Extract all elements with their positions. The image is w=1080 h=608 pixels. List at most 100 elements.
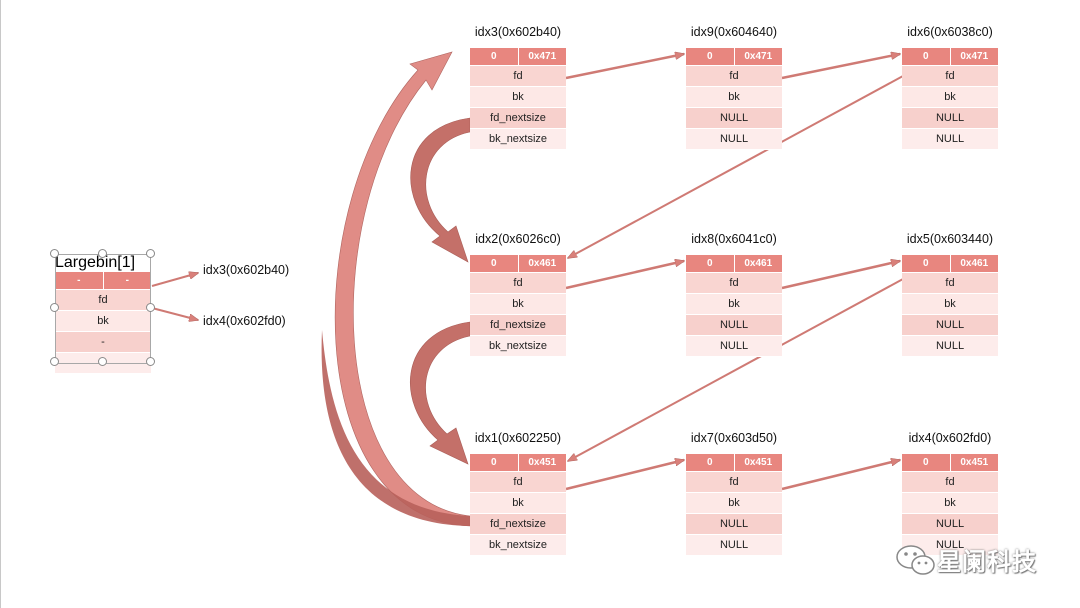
chunk-title: idx9(0x604640): [690, 25, 778, 39]
watermark: 星阑科技: [895, 542, 1037, 577]
resize-handle-bc[interactable]: [98, 357, 107, 366]
resize-handle-br[interactable]: [146, 357, 155, 366]
largebin-bk-target: idx4(0x602fd0): [203, 314, 286, 328]
chunk-title: idx4(0x602fd0): [908, 431, 992, 445]
chunk-size: 0x451: [949, 454, 999, 471]
arrow-idx1-to-idx7: [565, 460, 684, 491]
resize-handle-bl[interactable]: [50, 357, 59, 366]
chunk-bk-nextsize: NULL: [902, 129, 998, 150]
chunk-fd: fd: [470, 66, 566, 87]
chunk-bk: bk: [470, 87, 566, 108]
chunk-bk: bk: [686, 493, 782, 514]
largebin-title: Largebin[1]: [55, 254, 136, 271]
chunk-size: 0x451: [733, 454, 783, 471]
chunk-bk: bk: [902, 87, 998, 108]
chunk-fd: fd: [902, 66, 998, 87]
chunk-title: idx6(0x6038c0): [907, 25, 993, 39]
arrow-idx9-to-idx6: [781, 54, 900, 80]
chunk-fd: fd: [470, 472, 566, 493]
chunk-header: 0 0x451: [686, 454, 782, 472]
chunk-bk-nextsize: NULL: [686, 129, 782, 150]
chunk-title: idx2(0x6026c0): [475, 232, 561, 246]
arrow-bin-fd: [151, 273, 198, 287]
chunk-idx9[interactable]: idx9(0x604640) 0 0x471 fd bk NULL NULL: [686, 25, 782, 150]
watermark-text: 星阑科技: [937, 549, 1037, 576]
largebin-header-prev-size: -: [77, 275, 81, 286]
largebin-header: - -: [55, 272, 151, 290]
curve-idx1-to-idx3-shade: [321, 330, 470, 526]
chunk-fd-nextsize: NULL: [686, 108, 782, 129]
curve-idx1-to-idx3: [334, 51, 471, 527]
chunk-prev-size: 0: [490, 457, 497, 468]
chunk-prev-size: 0: [922, 457, 929, 468]
resize-handle-tc[interactable]: [98, 249, 107, 258]
chunk-bk-nextsize: NULL: [902, 336, 998, 357]
chunk-prev-size: 0: [706, 457, 713, 468]
chunk-header: 0 0x471: [470, 48, 566, 66]
chunk-prev-size: 0: [490, 258, 497, 269]
chunk-bk: bk: [902, 294, 998, 315]
largebin-row-3: -: [55, 332, 151, 353]
chunk-fd: fd: [686, 273, 782, 294]
chunk-fd: fd: [902, 472, 998, 493]
largebin-1[interactable]: Largebin[1] - - fd bk - -: [50, 249, 155, 374]
resize-handle-tr[interactable]: [146, 249, 155, 258]
chunk-fd-nextsize: fd_nextsize: [470, 514, 566, 535]
chunk-bk: bk: [470, 493, 566, 514]
chunk-header: 0 0x451: [902, 454, 998, 472]
chunk-fd-nextsize: fd_nextsize: [470, 108, 566, 129]
chunk-title: idx1(0x602250): [474, 431, 562, 445]
curve-idx2-to-idx1: [410, 321, 471, 465]
chunk-bk-nextsize: bk_nextsize: [470, 129, 566, 150]
chunk-size: 0x461: [949, 255, 999, 272]
chunk-size: 0x471: [949, 48, 999, 65]
chunk-prev-size: 0: [490, 51, 497, 62]
largebin-fd-target: idx3(0x602b40): [203, 263, 290, 277]
chunk-header: 0 0x471: [686, 48, 782, 66]
chunk-fd: fd: [686, 66, 782, 87]
chunk-fd-nextsize: NULL: [902, 514, 998, 535]
chunk-prev-size: 0: [922, 258, 929, 269]
largebin-row-bk: bk: [55, 311, 151, 332]
chunk-title: idx8(0x6041c0): [691, 232, 777, 246]
resize-handle-tl[interactable]: [50, 249, 59, 258]
curve-idx3-to-idx2: [410, 117, 471, 263]
chunk-title: idx7(0x603d50): [690, 431, 778, 445]
largebin-row-fd: fd: [55, 290, 151, 311]
chunk-bk: bk: [686, 87, 782, 108]
arrow-idx3-to-idx9: [565, 54, 684, 80]
chunk-size: 0x471: [733, 48, 783, 65]
chunk-title: idx3(0x602b40): [474, 25, 562, 39]
chunk-bk-nextsize: bk_nextsize: [470, 535, 566, 556]
chunk-bk-nextsize: bk_nextsize: [470, 336, 566, 357]
chunk-size: 0x471: [517, 48, 567, 65]
largebin-header-size: -: [102, 272, 152, 289]
chunk-bk-nextsize: NULL: [902, 535, 998, 556]
chunk-fd-nextsize: NULL: [686, 514, 782, 535]
chunk-fd-nextsize: fd_nextsize: [470, 315, 566, 336]
chunk-bk: bk: [686, 294, 782, 315]
resize-handle-ml[interactable]: [50, 303, 59, 312]
chunk-bk-nextsize: NULL: [686, 336, 782, 357]
arrow-idx6-to-idx2: [568, 75, 904, 259]
resize-handle-mr[interactable]: [146, 303, 155, 312]
selection-frame: [55, 254, 151, 364]
chunk-size: 0x461: [733, 255, 783, 272]
wechat-icon: [896, 544, 935, 575]
chunk-bk: bk: [902, 493, 998, 514]
chunk-idx4[interactable]: idx4(0x602fd0) 0 0x451 fd bk NULL NULL: [902, 431, 998, 556]
chunk-prev-size: 0: [706, 51, 713, 62]
left-edge-line: [0, 0, 1, 608]
chunk-fd-nextsize: NULL: [686, 315, 782, 336]
